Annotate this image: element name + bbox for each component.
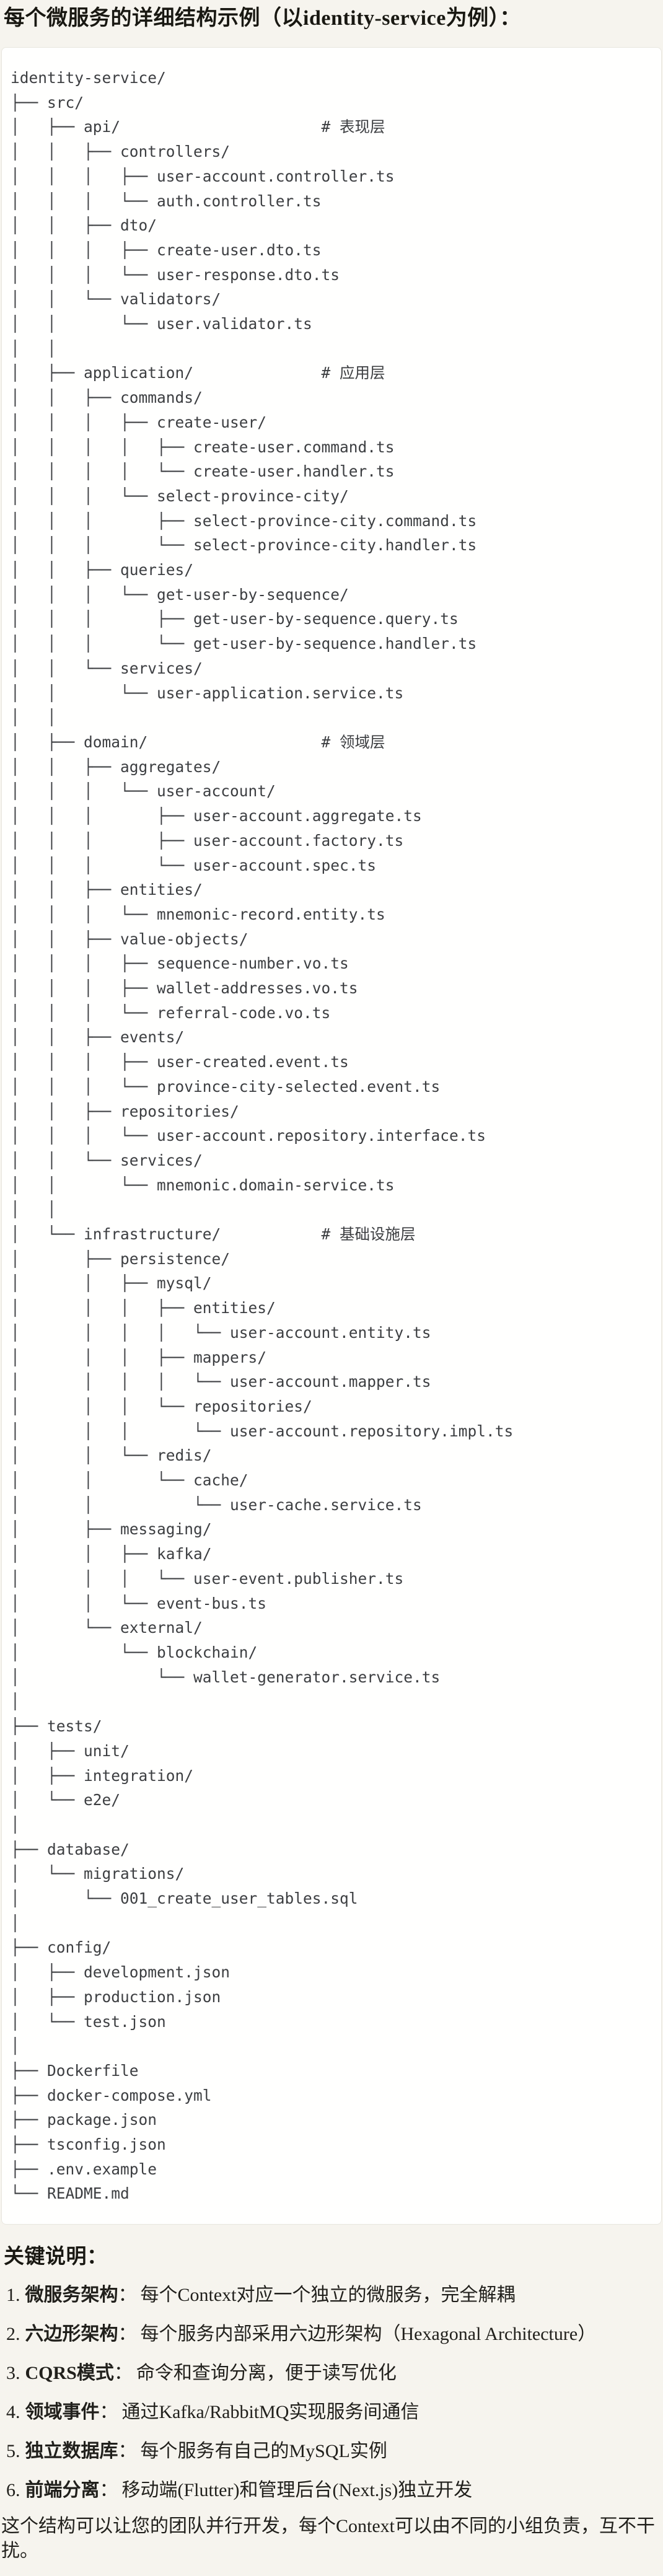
key-note-term: 领域事件: [25, 2402, 100, 2423]
key-note-term: CQRS模式: [25, 2363, 114, 2384]
key-note-number: 1.: [6, 2285, 20, 2306]
key-note-separator: ：: [99, 2480, 118, 2501]
directory-tree: identity-service/ ├── src/ │ ├── api/ # …: [11, 69, 514, 2203]
key-note-item: 4.领域事件：通过Kafka/RabbitMQ实现服务间通信: [6, 2400, 662, 2425]
page-title: 每个微服务的详细结构示例（以identity-service为例）：: [4, 7, 521, 30]
document-page: 每个微服务的详细结构示例（以identity-service为例）： ident…: [1, 5, 662, 2576]
key-note-separator: ：: [118, 2324, 137, 2345]
key-note-term: 前端分离: [25, 2480, 100, 2501]
key-note-term: 六边形架构: [25, 2324, 118, 2345]
key-note-number: 4.: [6, 2402, 20, 2423]
key-note-separator: ：: [99, 2402, 118, 2423]
key-note-item: 5.独立数据库：每个服务有自己的MySQL实例: [6, 2439, 662, 2464]
key-note-description: 每个服务内部采用六边形架构（Hexagonal Architecture）: [140, 2324, 597, 2345]
key-note-description: 每个Context对应一个独立的微服务，完全解耦: [140, 2285, 516, 2306]
key-note-item: 6.前端分离：移动端(Flutter)和管理后台(Next.js)独立开发: [6, 2478, 662, 2503]
closing-paragraph: 这个结构可以让您的团队并行开发，每个Context可以由不同的小组负责，互不干扰…: [1, 2516, 655, 2562]
key-note-number: 2.: [6, 2324, 20, 2345]
key-note-description: 每个服务有自己的MySQL实例: [140, 2441, 387, 2462]
key-note-item: 3.CQRS模式：命令和查询分离，便于读写优化: [6, 2361, 662, 2386]
key-notes-heading: 关键说明：: [4, 2246, 108, 2269]
code-block: identity-service/ ├── src/ │ ├── api/ # …: [1, 47, 662, 2225]
key-note-number: 3.: [6, 2363, 20, 2384]
key-note-description: 通过Kafka/RabbitMQ实现服务间通信: [121, 2402, 419, 2423]
key-note-number: 5.: [6, 2441, 20, 2462]
key-note-description: 命令和查询分离，便于读写优化: [136, 2363, 397, 2384]
key-note-separator: ：: [113, 2363, 133, 2384]
key-note-separator: ：: [118, 2441, 137, 2462]
key-note-term: 微服务架构: [25, 2285, 118, 2306]
key-note-term: 独立数据库: [25, 2441, 118, 2462]
key-note-number: 6.: [6, 2480, 20, 2501]
key-note-separator: ：: [118, 2285, 137, 2306]
key-note-description: 移动端(Flutter)和管理后台(Next.js)独立开发: [121, 2480, 473, 2501]
key-note-item: 1.微服务架构：每个Context对应一个独立的微服务，完全解耦: [6, 2283, 662, 2308]
key-note-item: 2.六边形架构：每个服务内部采用六边形架构（Hexagonal Architec…: [6, 2322, 662, 2347]
